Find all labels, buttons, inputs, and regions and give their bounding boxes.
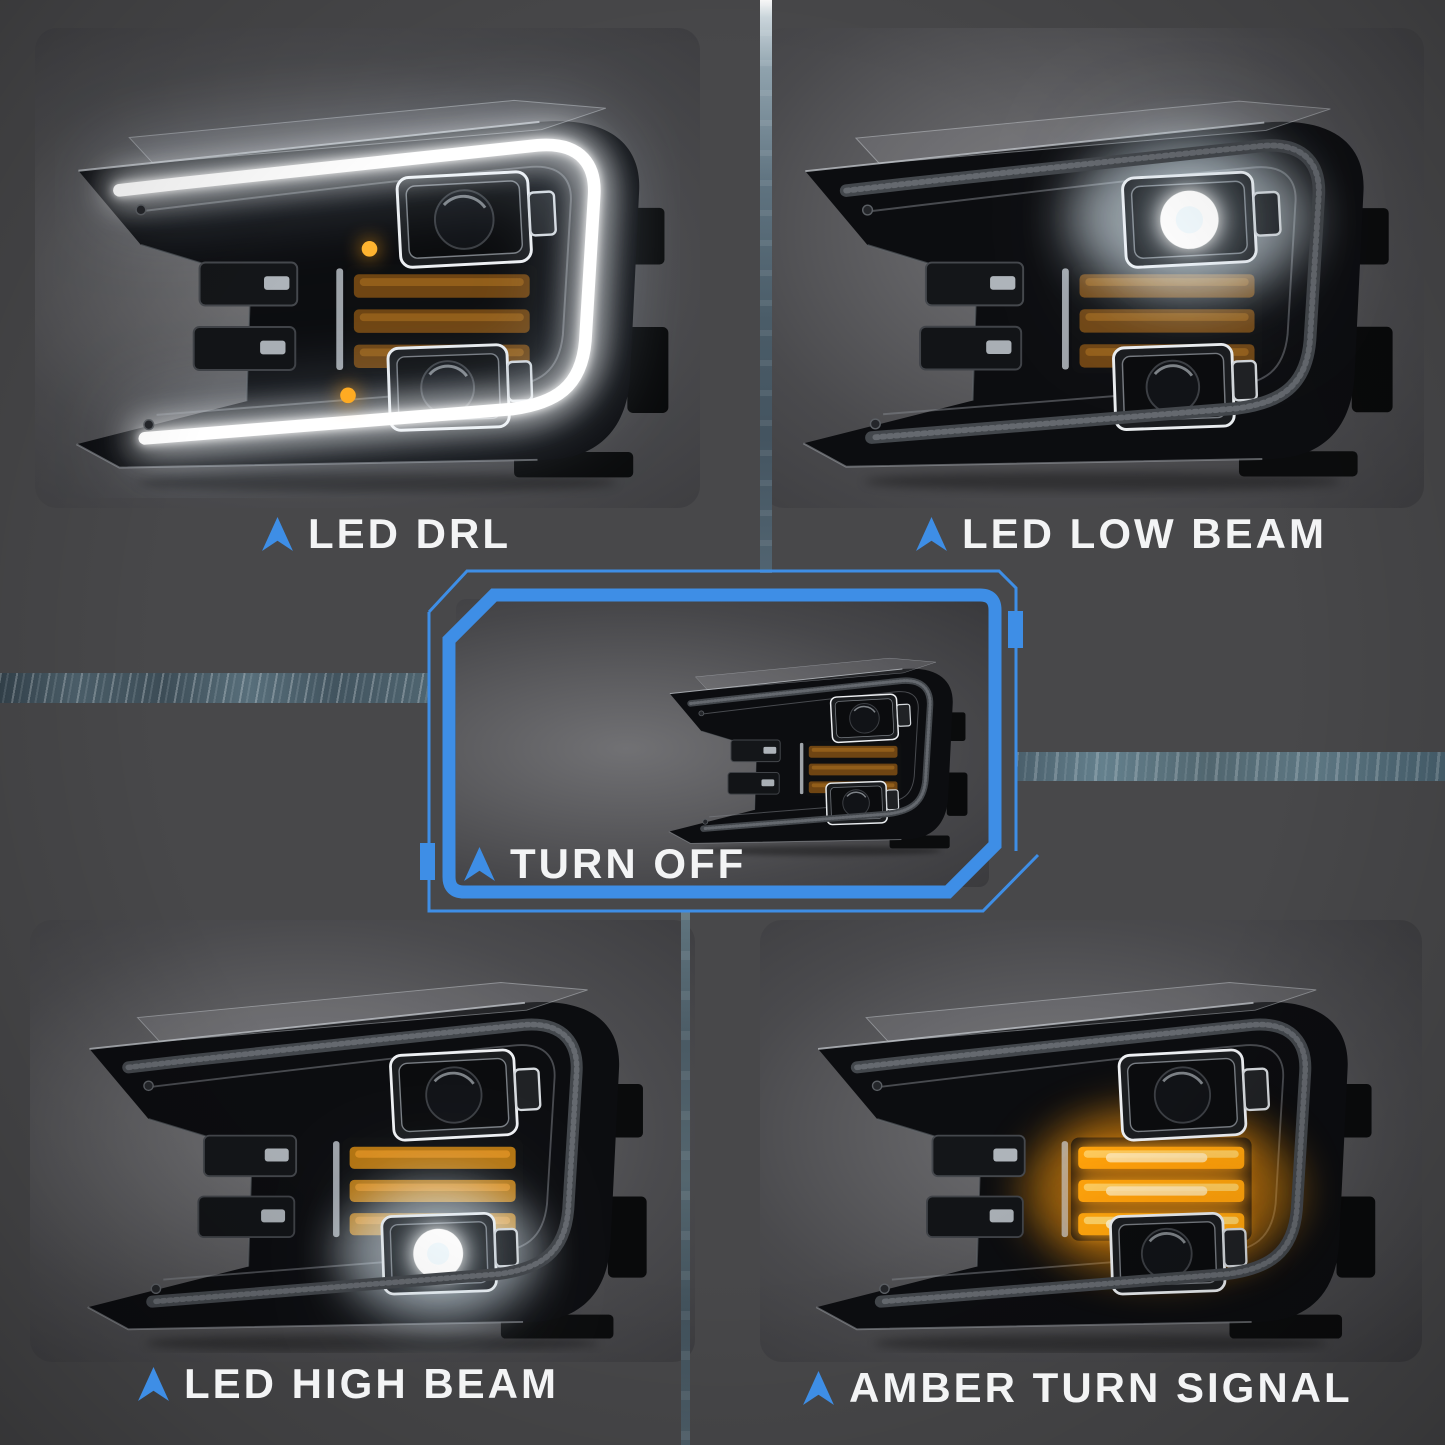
headlight-illustration <box>668 657 968 856</box>
headlight-illustration <box>87 981 647 1353</box>
divider-horizontal-left <box>0 673 429 703</box>
headlight-photo-amber-turn-signal <box>760 920 1422 1362</box>
chevron-up-icon <box>464 847 495 881</box>
caption-label: TURN OFF <box>510 840 747 887</box>
chevron-up-icon <box>916 517 947 551</box>
caption-led-high-beam: LED HIGH BEAM <box>138 1360 559 1408</box>
caption-turn-off: TURN OFF <box>464 840 746 888</box>
caption-label: LED HIGH BEAM <box>184 1360 559 1407</box>
highlight-frame-tab-right <box>1008 611 1023 648</box>
chevron-up-icon <box>803 1371 834 1405</box>
divider-horizontal-right <box>1016 752 1445 781</box>
divider-vertical-bottom <box>681 911 690 1445</box>
headlight-illustration <box>802 100 1393 491</box>
caption-label: LED LOW BEAM <box>962 510 1327 557</box>
caption-label: LED DRL <box>308 510 511 557</box>
caption-led-drl: LED DRL <box>262 510 511 558</box>
caption-label: AMBER TURN SIGNAL <box>849 1364 1353 1411</box>
headlight-photo-led-low-beam <box>762 28 1424 508</box>
caption-led-low-beam: LED LOW BEAM <box>916 510 1327 558</box>
headlight-photo-led-drl <box>35 28 700 508</box>
chevron-up-icon <box>138 1367 169 1401</box>
headlight-photo-led-high-beam <box>30 920 695 1362</box>
highlight-frame-tab-left <box>420 843 435 880</box>
headlight-illustration <box>815 981 1376 1353</box>
caption-amber-turn-signal: AMBER TURN SIGNAL <box>803 1364 1353 1412</box>
divider-vertical-top <box>760 0 772 573</box>
headlight-illustration <box>75 99 669 492</box>
chevron-up-icon <box>262 517 293 551</box>
